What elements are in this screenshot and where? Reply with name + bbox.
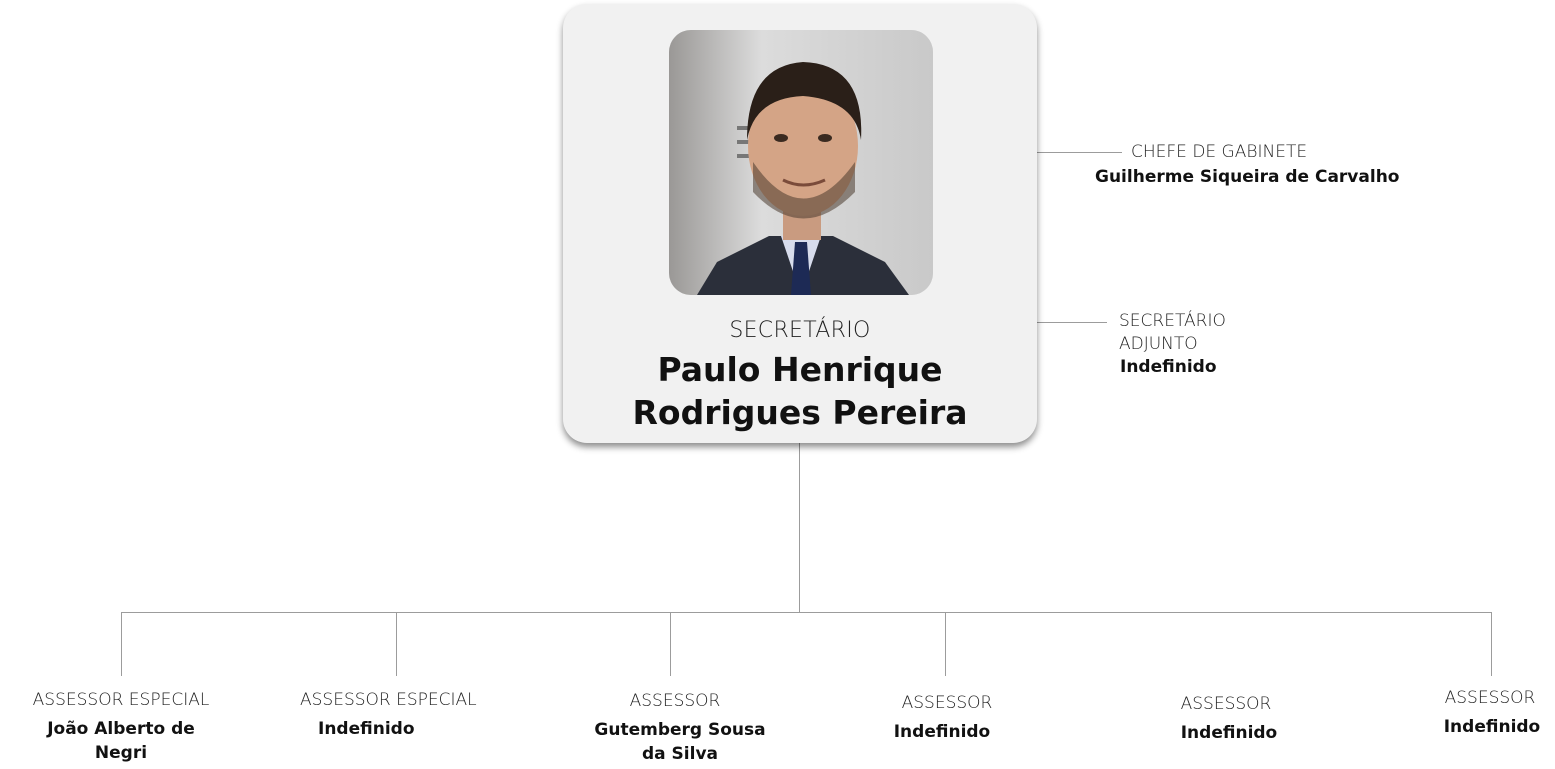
advisor-role: ASSESSOR ESPECIAL <box>300 690 477 710</box>
connector-advisor-2 <box>396 612 397 676</box>
secretary-role: SECRETÁRIO <box>729 318 871 343</box>
connector-advisor-4 <box>945 612 946 676</box>
advisor-3: ASSESSOR Gutemberg Sousa da Silva <box>580 690 780 766</box>
connector-advisor-6 <box>1491 612 1492 676</box>
advisor-role: ASSESSOR ESPECIAL <box>32 690 210 710</box>
advisor-2: ASSESSOR ESPECIAL Indefinido <box>296 689 512 741</box>
connector-advisor-1 <box>121 612 122 676</box>
advisor-name-line-1: Indefinido <box>1443 717 1541 737</box>
connector-advisor-3 <box>670 612 671 676</box>
connector-deputy-secretary <box>1037 322 1107 323</box>
advisor-role: ASSESSOR <box>901 693 993 713</box>
secretary-name: Paulo Henrique Rodrigues Pereira <box>563 348 1037 434</box>
advisor-name-line-1: Indefinido <box>318 719 415 739</box>
connector-chief-of-staff <box>1037 152 1122 153</box>
connector-advisors-horizontal <box>121 612 1492 613</box>
secretary-name-line-1: Paulo Henrique <box>657 350 943 389</box>
advisor-role: ASSESSOR <box>1180 694 1272 714</box>
secretary-card: SECRETÁRIO Paulo Henrique Rodrigues Pere… <box>563 4 1037 443</box>
advisor-4: ASSESSOR Indefinido <box>870 692 1020 744</box>
advisor-name-line-2: da Silva <box>641 744 718 764</box>
connector-secretary-down <box>799 443 800 612</box>
advisor-role: ASSESSOR <box>629 691 721 711</box>
deputy-secretary-role-line-2: ADJUNTO <box>1119 334 1198 354</box>
advisor-5: ASSESSOR Indefinido <box>1154 693 1304 745</box>
chief-of-staff-role: CHEFE DE GABINETE <box>1131 142 1308 162</box>
deputy-secretary-role-line-1: SECRETÁRIO <box>1119 311 1226 331</box>
secretary-photo <box>669 30 933 295</box>
advisor-role: ASSESSOR <box>1444 688 1536 708</box>
secretary-name-line-2: Rodrigues Pereira <box>632 393 968 432</box>
advisor-1: ASSESSOR ESPECIAL João Alberto de Negri <box>8 689 234 765</box>
advisor-name-line-1: Indefinido <box>893 722 991 742</box>
chief-of-staff-name: Guilherme Siqueira de Carvalho <box>1095 167 1400 187</box>
advisor-name-line-1: João Alberto de <box>47 719 195 739</box>
advisor-name-line-1: Gutemberg Sousa <box>594 720 766 740</box>
advisor-name-line-1: Indefinido <box>1180 723 1278 743</box>
advisor-6: ASSESSOR Indefinido <box>1431 687 1553 739</box>
deputy-secretary-name: Indefinido <box>1120 357 1217 377</box>
advisor-name-line-2: Negri <box>94 743 148 763</box>
